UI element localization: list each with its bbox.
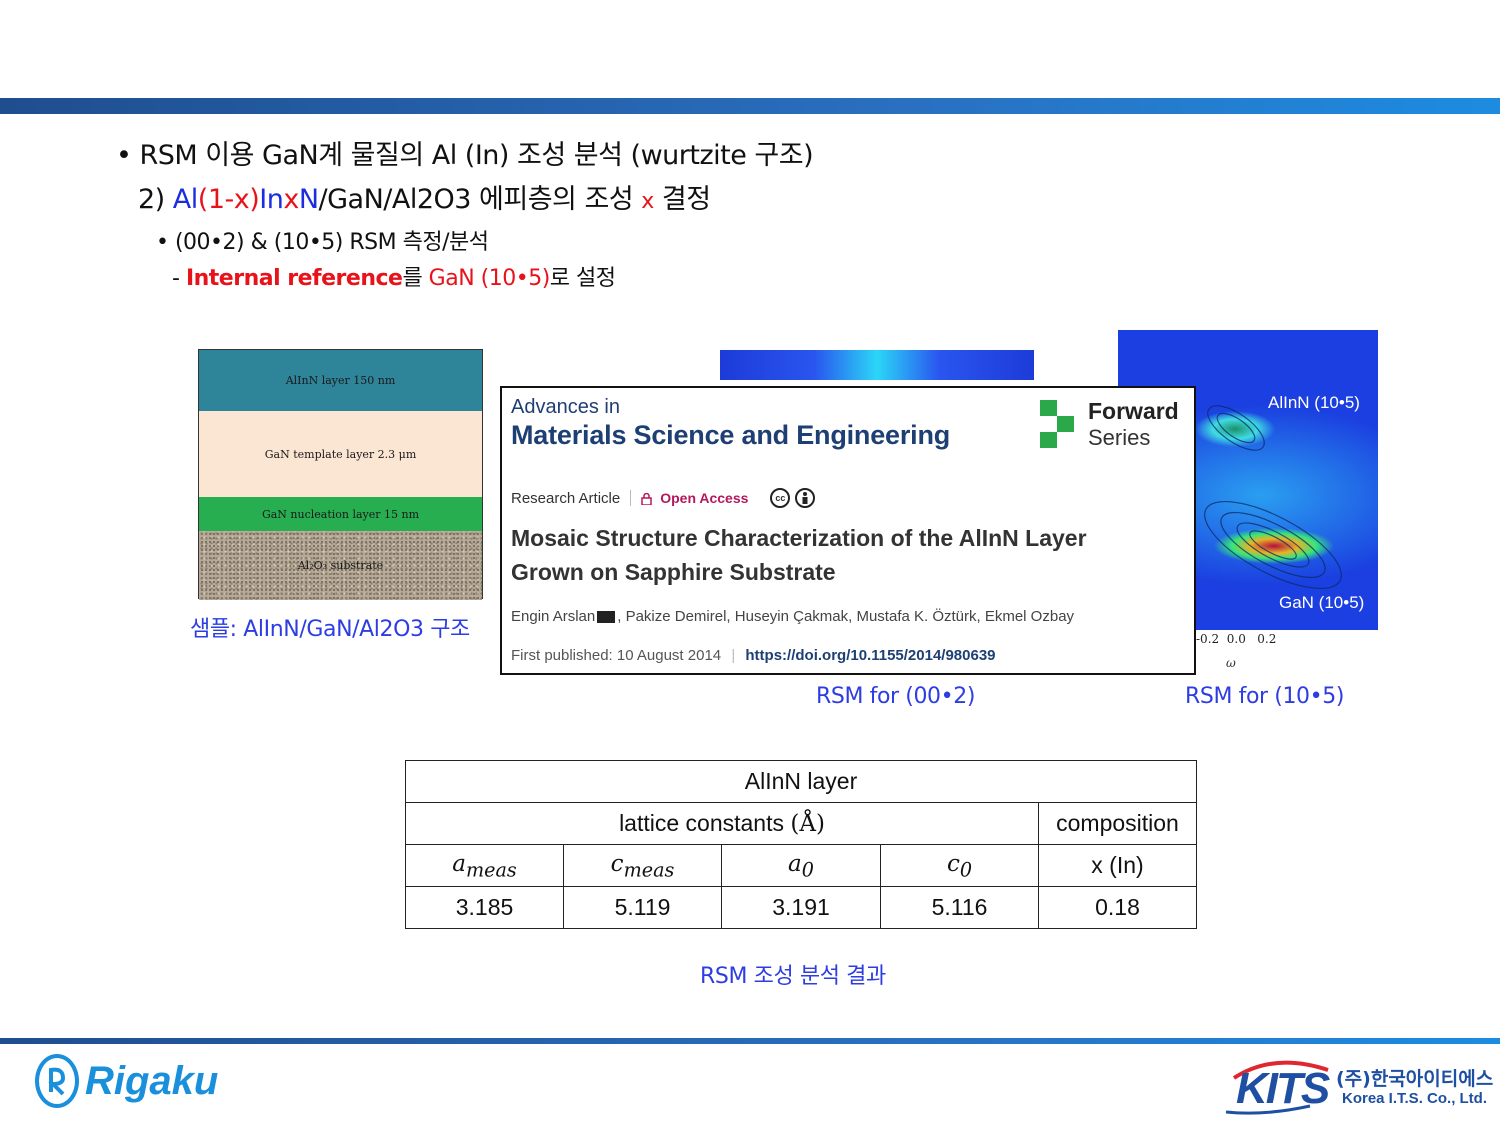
by-icon — [795, 488, 816, 508]
table-row: ameas cmeas a0 c0 x (In) — [405, 844, 1197, 887]
item-number: 2) — [138, 184, 173, 215]
formula-in: In — [259, 184, 284, 215]
kits-english-name: Korea I.T.S. Co., Ltd. — [1342, 1090, 1488, 1107]
reference-suffix: 로 설정 — [549, 266, 616, 291]
internal-reference-label: Internal reference — [185, 266, 403, 291]
dash: - — [172, 266, 186, 291]
license-icons[interactable]: cc — [770, 488, 816, 508]
bullet-reference: - Internal reference를 GaN (10•5)로 설정 — [116, 261, 1116, 297]
formula-x: x — [283, 184, 299, 215]
layer-gan-template: GaN template layer 2.3 μm — [199, 411, 482, 497]
heading-bullets: • RSM 이용 GaN계 물질의 Al (In) 조성 분석 (wurtzit… — [116, 135, 1116, 297]
omega-axis-label: ω — [1226, 656, 1236, 670]
publication-info: First published: 10 August 2014 | https:… — [511, 647, 996, 664]
lattice-header-label: lattice constants — [619, 810, 784, 836]
table-cell: 3.185 — [405, 886, 564, 929]
table-cell: 0.18 — [1038, 886, 1197, 929]
pipe-divider: | — [731, 647, 736, 664]
peak-label-alinn: AlInN (10•5) — [1268, 393, 1360, 412]
table-caption: RSM 조성 분석 결과 — [700, 964, 886, 989]
bullet-sub-2: 2) Al(1-x)InxN/GaN/Al2O3 에피층의 조성 x 결정 — [116, 177, 1116, 225]
author-first[interactable]: Engin Arslan — [511, 608, 596, 625]
layer-structure-diagram: AlInN layer 150 nm GaN template layer 2.… — [198, 349, 483, 600]
top-accent-band — [0, 98, 1500, 114]
bullet-main: • RSM 이용 GaN계 물질의 Al (In) 조성 분석 (wurtzit… — [116, 140, 814, 171]
formula-one-minus-x: (1-x) — [197, 184, 260, 215]
col-c-meas: cmeas — [563, 844, 722, 887]
title-line-2: Grown on Sapphire Substrate — [511, 559, 836, 585]
article-title[interactable]: Mosaic Structure Characterization of the… — [511, 521, 1191, 589]
doi-link[interactable]: https://doi.org/10.1155/2014/980639 — [745, 647, 996, 664]
journal-name: Materials Science and Engineering — [511, 420, 951, 450]
bottom-accent-band — [0, 1038, 1500, 1044]
kits-korean-name: (주)한국아이티에스 — [1336, 1068, 1494, 1090]
line2-suffix: 결정 — [653, 184, 711, 215]
rsm-contours — [1204, 405, 1342, 590]
gan-reference: GaN (10•5) — [428, 266, 551, 291]
lock-icon — [641, 492, 652, 506]
particle: 를 — [402, 266, 429, 291]
composition-header: composition — [1038, 802, 1197, 845]
author-list: Engin Arslan , Pakize Demirel, Huseyin Ç… — [511, 608, 1074, 625]
formula-n: N — [298, 184, 319, 215]
omega-tick-labels: -0.2 0.0 0.2 — [1196, 632, 1277, 646]
col-a-meas: ameas — [405, 844, 564, 887]
journal-prefix: Advances in — [511, 396, 620, 418]
cc-icon: cc — [770, 488, 791, 508]
composition-x: x — [641, 189, 654, 214]
divider — [630, 490, 632, 506]
rsm-002-caption: RSM for (00•2) — [816, 684, 976, 709]
table-cell: 3.191 — [721, 886, 881, 929]
published-date: First published: 10 August 2014 — [511, 647, 722, 664]
table-cell: 5.119 — [563, 886, 722, 929]
table-row: 3.185 5.119 3.191 5.116 0.18 — [405, 886, 1197, 929]
composition-table: AlInN layer lattice constants (Å) compos… — [405, 760, 1197, 929]
envelope-icon[interactable] — [597, 610, 616, 623]
formula-rest: /GaN/Al2O3 에피층의 조성 — [318, 184, 642, 215]
authors-rest[interactable]: , Pakize Demirel, Huseyin Çakmak, Mustaf… — [617, 608, 1075, 625]
rsm-002-map — [720, 350, 1034, 380]
bullet-measure: • (00•2) & (10•5) RSM 측정/분석 — [156, 230, 489, 255]
col-x-in: x (In) — [1038, 844, 1197, 887]
col-c0: c0 — [880, 844, 1039, 887]
open-access-label[interactable]: Open Access — [660, 490, 749, 506]
kits-wordmark: KITS — [1236, 1064, 1330, 1113]
rigaku-wordmark: Rigaku — [85, 1058, 219, 1103]
article-card: Advances in Materials Science and Engine… — [500, 386, 1196, 675]
layer-substrate: Al₂O₃ substrate — [199, 531, 482, 600]
title-line-1: Mosaic Structure Characterization of the… — [511, 525, 1087, 551]
series-name-2: Series — [1088, 425, 1151, 450]
article-type: Research Article — [511, 489, 621, 507]
lattice-unit: (Å) — [790, 811, 825, 837]
forward-series-logo-icon — [1040, 400, 1074, 448]
rigaku-mark-icon — [35, 1054, 79, 1108]
kits-swoosh-icon — [1225, 1060, 1329, 1115]
layer-alinn: AlInN layer 150 nm — [199, 350, 482, 411]
col-a0: a0 — [721, 844, 881, 887]
table-cell: 5.116 — [880, 886, 1039, 929]
rigaku-logo: Rigaku — [35, 1054, 218, 1108]
peak-label-gan: GaN (10•5) — [1279, 593, 1365, 612]
sample-caption: 샘플: AlInN/GaN/Al2O3 구조 — [190, 617, 470, 642]
lattice-header: lattice constants (Å) — [405, 802, 1039, 845]
formula-al: Al — [172, 184, 198, 215]
layer-gan-nucleation: GaN nucleation layer 15 nm — [199, 497, 482, 531]
rsm-105-caption: RSM for (10•5) — [1185, 684, 1345, 709]
table-title: AlInN layer — [405, 760, 1197, 803]
kits-logo: KITS (주)한국아이티에스 Korea I.T.S. Co., Ltd. — [1224, 1056, 1493, 1116]
series-name-1: Forward — [1088, 398, 1179, 424]
article-meta: Research Article Open Access cc — [511, 488, 816, 508]
